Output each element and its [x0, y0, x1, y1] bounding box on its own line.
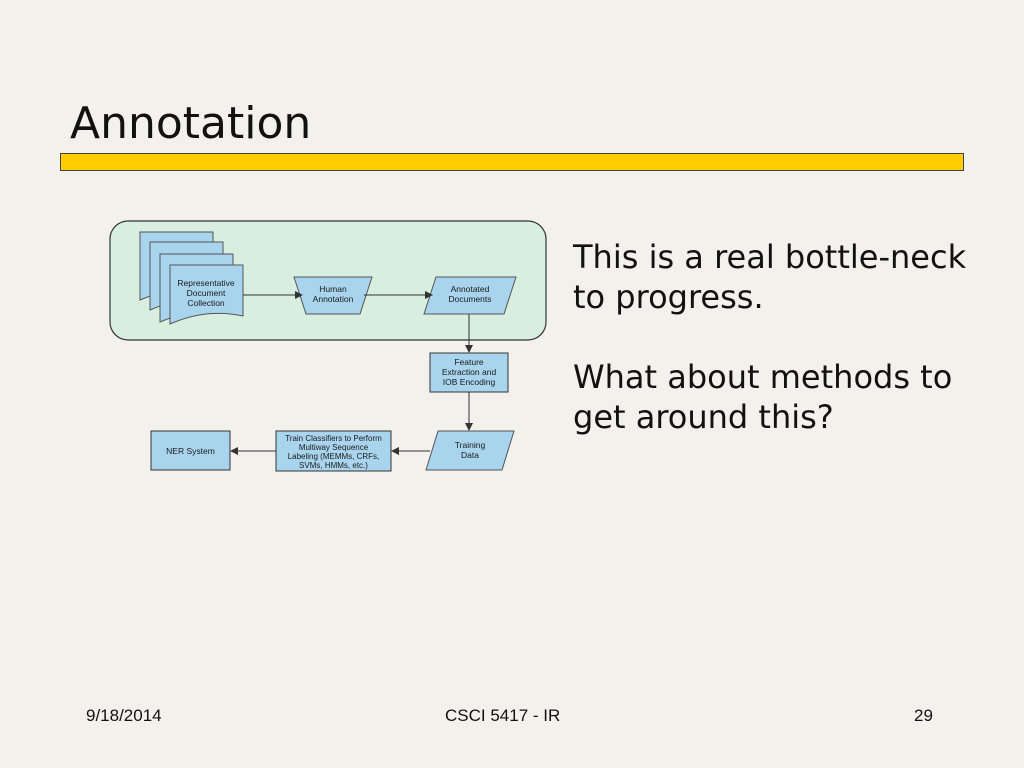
- train-classifiers-node: Train Classifiers to Perform Multiway Se…: [275, 430, 392, 472]
- train-label-line4: SVMs, HMMs, etc.): [299, 461, 368, 470]
- representative-label-line3: Collection: [187, 298, 225, 308]
- training-data-node: Training Data: [425, 430, 515, 471]
- annotated-label-line2: Documents: [449, 294, 492, 304]
- representative-label-line1: Representative: [177, 278, 234, 288]
- slide-title: Annotation: [70, 98, 312, 149]
- training-label-line2: Data: [461, 450, 479, 460]
- train-label-line1: Train Classifiers to Perform: [285, 434, 382, 443]
- body-paragraph-2: What about methods to get around this?: [573, 358, 953, 436]
- title-underline-bar: [60, 153, 964, 171]
- footer-date: 9/18/2014: [86, 706, 162, 725]
- human-label-line2: Annotation: [313, 294, 354, 304]
- feature-label-line2: Extraction and: [442, 367, 497, 377]
- body-paragraph-1: This is a real bottle-neck to progress.: [573, 238, 967, 316]
- feature-extraction-node: Feature Extraction and IOB Encoding: [429, 352, 509, 393]
- human-label-line1: Human: [319, 284, 347, 294]
- train-label-line2: Multiway Sequence: [299, 443, 369, 452]
- training-label-line1: Training: [455, 440, 486, 450]
- footer-page-number: 29: [914, 706, 933, 725]
- feature-label-line1: Feature: [454, 357, 484, 367]
- ner-label: NER System: [166, 446, 215, 456]
- representative-label-line2: Document: [187, 288, 226, 298]
- footer-course: CSCI 5417 - IR: [445, 706, 561, 725]
- representative-document-collection: Representative Document Collection: [139, 231, 244, 325]
- slide-body: This is a real bottle-neck to progress. …: [573, 237, 993, 437]
- feature-label-line3: IOB Encoding: [443, 377, 496, 387]
- train-label-line3: Labeling (MEMMs, CRFs,: [288, 452, 380, 461]
- annotated-label-line1: Annotated: [451, 284, 490, 294]
- ner-system-node: NER System: [150, 430, 231, 471]
- annotated-documents-node: Annotated Documents: [423, 276, 517, 315]
- human-annotation-node: Human Annotation: [293, 276, 373, 315]
